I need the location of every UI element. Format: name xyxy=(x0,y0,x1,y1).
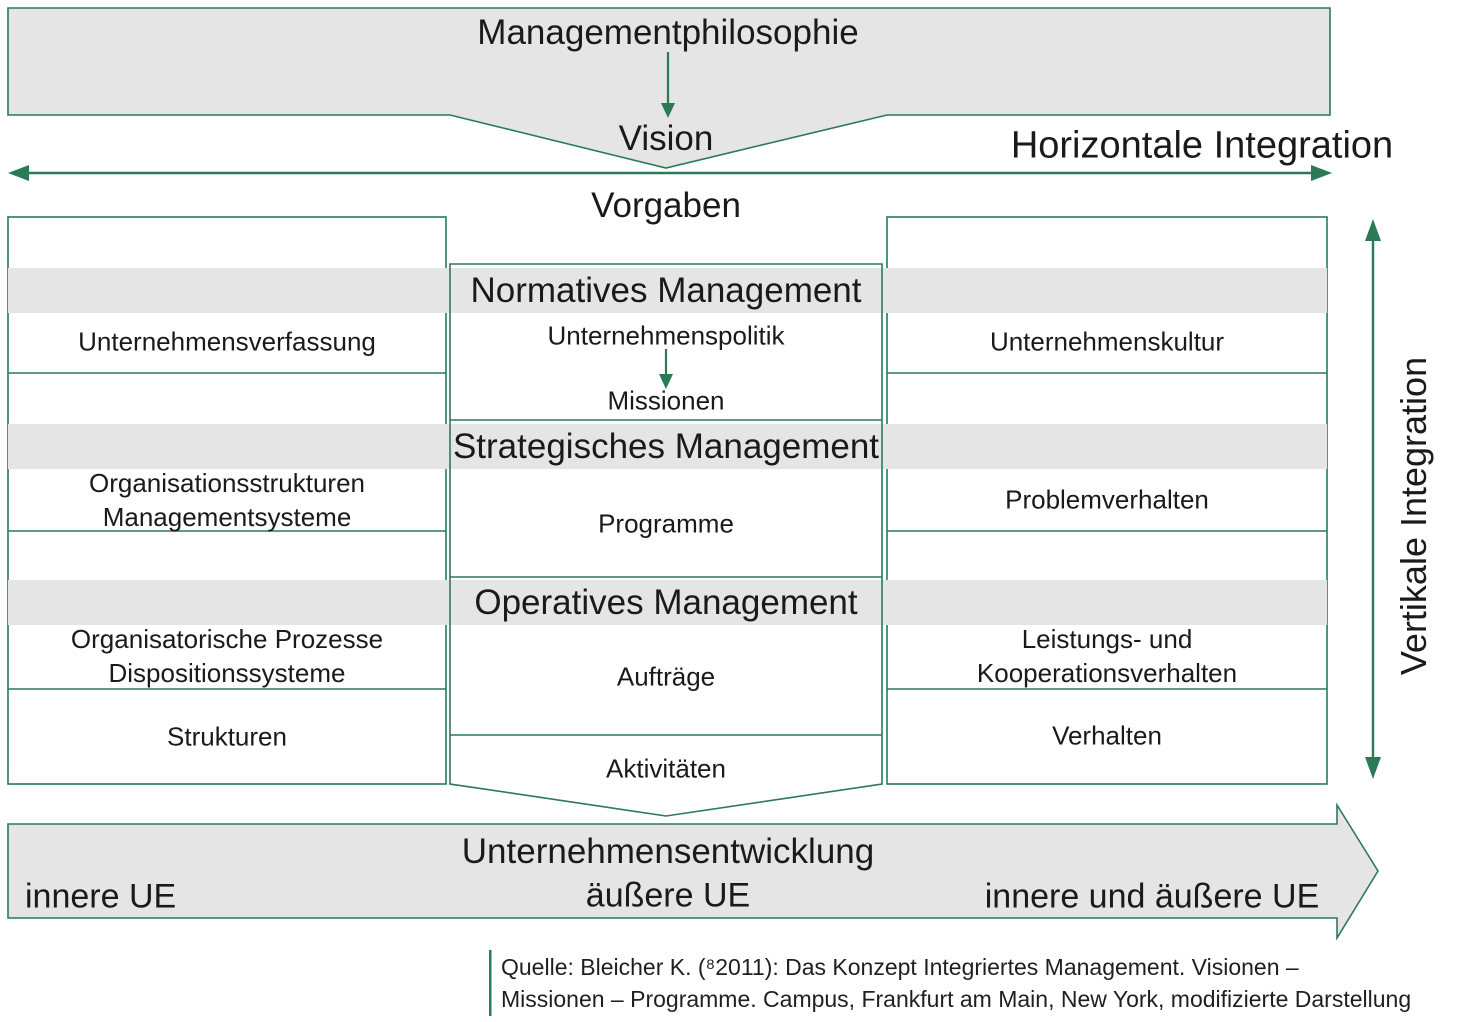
horizontal-integration-label: Horizontale Integration xyxy=(1010,124,1394,167)
cell-organisationsstrukturen-managementsysteme: Organisationsstrukturen Managementsystem… xyxy=(89,466,365,534)
left-column-box xyxy=(7,216,447,785)
cell-leistungsverhalten-line1: Leistungs- und xyxy=(1021,624,1193,654)
cell-organisatorische-prozesse-dispositionssysteme: Organisatorische Prozesse Dispositionssy… xyxy=(71,622,383,690)
cell-unternehmensverfassung: Unternehmensverfassung xyxy=(78,326,376,357)
right-column-box xyxy=(886,216,1328,785)
vorgaben-label: Vorgaben xyxy=(591,186,741,225)
development-label-aeussere-ue: äußere UE xyxy=(585,876,751,915)
vertical-integration-label: Vertikale Integration xyxy=(1393,356,1434,676)
cell-aktivitaeten: Aktivitäten xyxy=(606,753,726,784)
band-operative-label: Operatives Management xyxy=(474,583,858,622)
cell-verhalten: Verhalten xyxy=(1052,720,1162,751)
source-citation-line1: Quelle: Bleicher K. (⁸2011): Das Konzept… xyxy=(501,954,1299,980)
down-arrow-philosophy-to-vision xyxy=(661,52,675,118)
band-normative-label: Normatives Management xyxy=(470,271,862,310)
source-citation: Quelle: Bleicher K. (⁸2011): Das Konzept… xyxy=(501,951,1411,1015)
middle-column-box xyxy=(449,263,883,817)
horizontal-integration-arrow xyxy=(8,165,1332,181)
band-strategic-label: Strategisches Management xyxy=(452,427,880,466)
cell-missionen: Missionen xyxy=(607,385,725,416)
cell-organisatorische-prozesse-line2: Dispositionssysteme xyxy=(108,658,346,688)
philosophy-title: Managementphilosophie xyxy=(477,13,859,52)
cell-organisationsstrukturen-line2: Managementsysteme xyxy=(102,502,352,532)
cell-unternehmenskultur: Unternehmenskultur xyxy=(989,326,1225,357)
band-operative-bg xyxy=(8,580,1327,625)
vertical-integration-arrow xyxy=(1365,219,1381,779)
band-strategic-bg xyxy=(8,424,1327,469)
development-label-innere-ue: innere UE xyxy=(25,877,177,916)
down-arrow-politik-to-missionen xyxy=(659,349,673,389)
cell-auftraege: Aufträge xyxy=(616,661,716,692)
cell-leistungsverhalten-line2: Kooperationsverhalten xyxy=(976,658,1238,688)
cell-organisatorische-prozesse-line1: Organisatorische Prozesse xyxy=(70,624,384,654)
band-normative-bg xyxy=(8,268,1327,313)
development-arrow-shape xyxy=(7,802,1379,941)
cell-strukturen: Strukturen xyxy=(167,721,287,752)
cell-organisationsstrukturen-line1: Organisationsstrukturen xyxy=(88,468,366,498)
development-label-innere-und-aeussere-ue: innere und äußere UE xyxy=(984,877,1320,916)
cell-programme: Programme xyxy=(598,508,734,539)
citation-bar xyxy=(489,950,492,1016)
cell-leistungs-kooperationsverhalten: Leistungs- und Kooperationsverhalten xyxy=(977,622,1237,690)
cell-problemverhalten: Problemverhalten xyxy=(1005,484,1209,515)
source-citation-line2: Missionen – Programme. Campus, Frankfurt… xyxy=(501,986,1412,1012)
vision-label: Vision xyxy=(618,119,714,158)
cell-unternehmenspolitik: Unternehmenspolitik xyxy=(547,320,785,351)
development-title: Unternehmensentwicklung xyxy=(461,832,875,871)
